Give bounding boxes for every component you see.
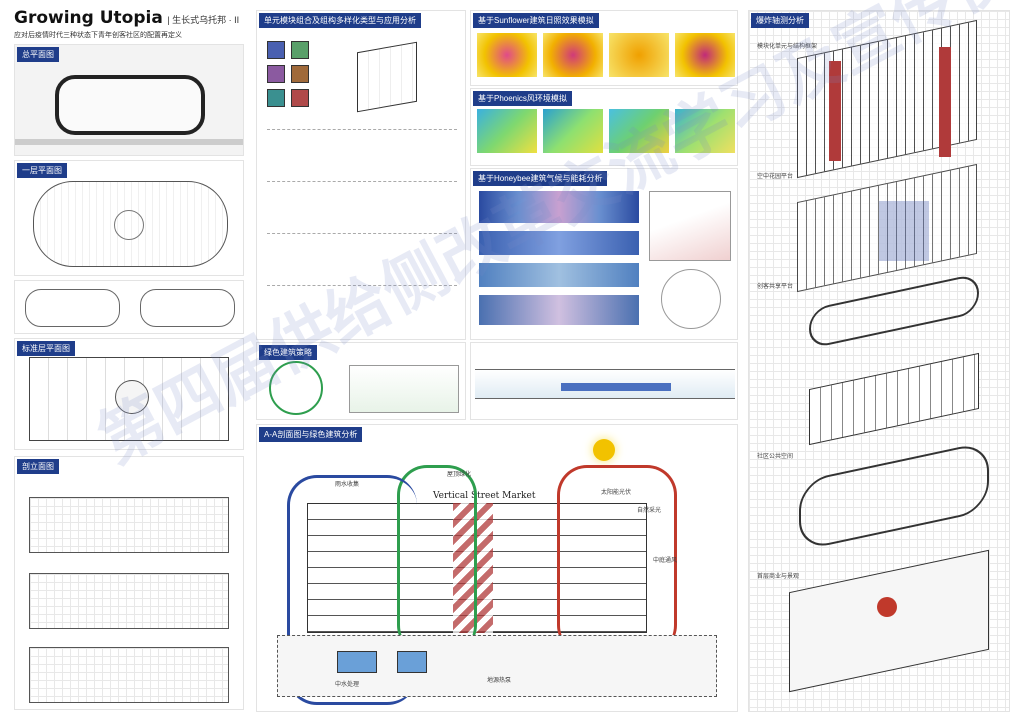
climate-bar-2 [479, 231, 639, 255]
axon-base [789, 549, 989, 693]
axon-layer-label-4: 社区公共空间 [757, 454, 794, 460]
green-diagram-circle [269, 361, 323, 415]
section-label-6: 中庭通风 [653, 558, 678, 564]
section-label-2: 太阳能光伏 [601, 490, 632, 496]
site-road [15, 139, 243, 145]
first-floor-plan [33, 181, 228, 267]
green-strategy-panel: 绿色建筑策略 [256, 342, 466, 420]
honeybee-panel: 基于Honeybee建筑气候与能耗分析 [470, 168, 738, 340]
typical-floor-panel: 标准层平面图 [14, 338, 244, 450]
typical-floor-tag: 标准层平面图 [17, 341, 75, 356]
page-subtitle: 应对后疫情时代三种状态下青年创客社区的配置再定义 [14, 32, 182, 39]
module-sketch-row-1 [267, 129, 457, 173]
psychrometric-chart [649, 191, 731, 261]
section-aa-panel: A-A剖面图与绿色建筑分析 Vertical Street Market 雨水收… [256, 424, 738, 712]
climate-bar-4 [479, 295, 639, 325]
exploded-axon-panel: 爆炸轴测分析 模块化单元与结构框架 空中花园平台 创客共享平台 社区公共空间 首… [748, 10, 1010, 712]
floor-plan-small-2 [140, 289, 235, 327]
water-tank-2 [397, 651, 427, 673]
section-elevation-tag: 剖立面图 [17, 459, 59, 474]
honeybee-tag: 基于Honeybee建筑气候与能耗分析 [473, 171, 608, 186]
axon-platform-3 [799, 440, 989, 552]
module-sketch-row-4 [267, 285, 457, 329]
wind-sim-3 [609, 109, 669, 153]
axon-blue-block [879, 201, 929, 261]
title-block: Growing Utopia | 生长式乌托邦 · II 应对后疫情时代三种状态… [14, 8, 254, 42]
sun-sim-1 [477, 33, 537, 77]
flow-line-blue [287, 475, 417, 705]
section-label-4: 中水处理 [335, 682, 360, 688]
module-analysis-tag: 单元模块组合及组构多样化类型与应用分析 [259, 13, 421, 28]
axon-red-core-left [829, 61, 841, 161]
section-label-3: 屋顶绿化 [447, 472, 472, 478]
sun-sim-2 [543, 33, 603, 77]
flow-line-green [397, 465, 477, 655]
wind-sim-1 [477, 109, 537, 153]
axon-layer-label-2: 空中花园平台 [757, 174, 794, 180]
section-aa-tag: A-A剖面图与绿色建筑分析 [259, 427, 363, 442]
floor-plans-small-panel [14, 280, 244, 334]
flow-line-red [557, 465, 677, 655]
vertical-market-label: Vertical Street Market [433, 491, 536, 501]
wind-sim-2 [543, 109, 603, 153]
module-cube-blue [267, 41, 285, 59]
phoenics-tag: 基于Phoenics风环境模拟 [473, 91, 572, 106]
sun-icon [593, 439, 615, 461]
module-assembly [357, 41, 417, 113]
elevation-3 [29, 647, 229, 703]
module-cube-purple [267, 65, 285, 83]
module-analysis-panel: 单元模块组合及组构多样化类型与应用分析 [256, 10, 466, 340]
module-sketch-row-2 [267, 181, 457, 225]
axon-red-dome [877, 597, 897, 617]
street-section-panel [470, 342, 738, 420]
street-section-canal [561, 383, 671, 391]
climate-bar-1 [479, 191, 639, 223]
axon-platform-2 [809, 352, 979, 446]
water-tank-1 [337, 651, 377, 673]
module-cube-teal [267, 89, 285, 107]
elevation-1 [29, 497, 229, 553]
site-plan-panel: 总平面图 [14, 44, 244, 156]
section-label-7: 自然采光 [637, 508, 662, 514]
sun-path-diagram [661, 269, 721, 329]
elevation-2 [29, 573, 229, 629]
sun-simulation-panel: 基于Sunflower建筑日照效果模拟 [470, 10, 738, 86]
axon-layer-label-3: 创客共享平台 [757, 284, 794, 290]
module-cube-brown [291, 65, 309, 83]
page-title: Growing Utopia [14, 8, 163, 28]
section-label-1: 雨水收集 [335, 482, 360, 488]
green-strategy-tag: 绿色建筑策略 [259, 345, 317, 360]
phoenics-panel: 基于Phoenics风环境模拟 [470, 88, 738, 166]
sun-sim-3 [609, 33, 669, 77]
module-sketch-row-3 [267, 233, 457, 277]
module-cube-green [291, 41, 309, 59]
section-label-5: 地源热泵 [487, 678, 512, 684]
page-title-suffix: | 生长式乌托邦 · II [167, 15, 240, 25]
section-elevation-panel: 剖立面图 [14, 456, 244, 710]
atrium-spiral [453, 503, 493, 633]
site-plan-tag: 总平面图 [17, 47, 59, 62]
sun-simulation-tag: 基于Sunflower建筑日照效果模拟 [473, 13, 599, 28]
axon-red-core-right [939, 47, 951, 157]
wind-sim-4 [675, 109, 735, 153]
axon-layer-label-1: 模块化单元与结构框架 [757, 44, 818, 50]
sun-sim-4 [675, 33, 735, 77]
axon-platform-1 [809, 272, 979, 350]
typical-floor-plan [29, 357, 229, 441]
module-cube-red [291, 89, 309, 107]
axon-layer-label-5: 首层商业与景观 [757, 574, 800, 580]
climate-bar-3 [479, 263, 639, 287]
floor-plan-small-1 [25, 289, 120, 327]
exploded-axon-tag: 爆炸轴测分析 [751, 13, 809, 28]
first-floor-tag: 一层平面图 [17, 163, 67, 178]
green-diagram-section [349, 365, 459, 413]
first-floor-panel: 一层平面图 [14, 160, 244, 276]
site-plan-drawing [55, 75, 205, 135]
